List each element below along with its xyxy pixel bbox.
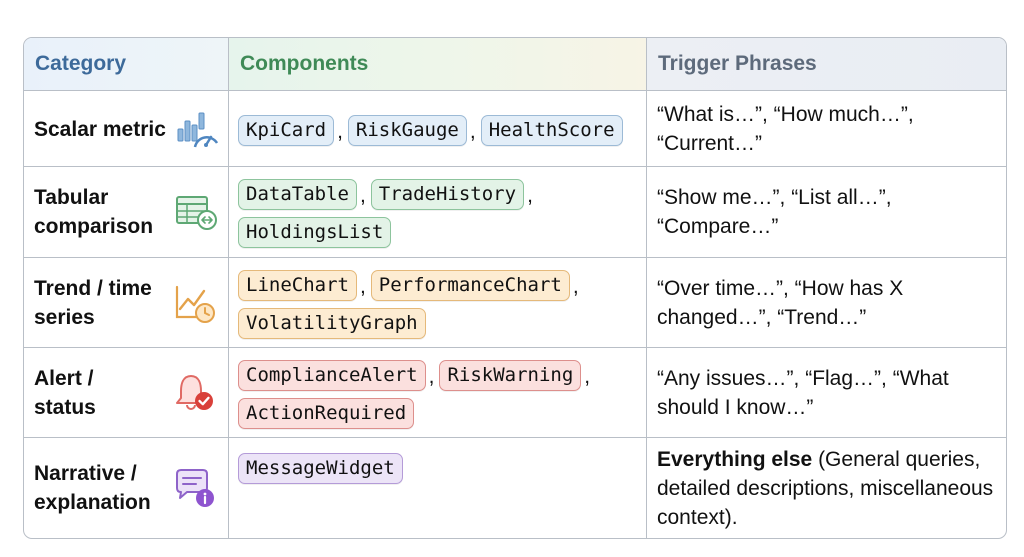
row-scalar-trigger: “What is…”, “How much…”, “Current…” [647, 91, 1006, 167]
trigger-text: “Over time…”, “How has X changed…”, “Tre… [657, 276, 904, 329]
chip-separator: , [572, 274, 579, 298]
component-chip: HealthScore [480, 114, 623, 146]
row-trend-trigger: “Over time…”, “How has X changed…”, “Tre… [647, 258, 1006, 348]
trigger-text: “Any issues…”, “Flag…”, “What should I k… [657, 366, 949, 419]
row-narrative-category: Narrative /explanation [24, 438, 229, 538]
trigger-text: “Show me…”, “List all…”, “Compare…” [657, 186, 892, 238]
component-chip: RiskWarning [439, 359, 582, 391]
row-narrative-components: MessageWidget [229, 438, 647, 538]
trigger-bold: Everything else [657, 447, 813, 471]
component-chip: KpiCard [238, 114, 335, 146]
row-scalar-category: Scalar metric [24, 91, 229, 167]
chip-separator: , [469, 119, 476, 143]
header-triggers-label: Trigger Phrases [658, 52, 817, 75]
header-category-label: Category [35, 52, 127, 75]
component-chip: LineChart [238, 269, 357, 301]
bar-chart-gauge-icon [177, 112, 219, 147]
row-alert-category: Alert /status [24, 348, 229, 438]
component-chip: ComplianceAlert [238, 359, 426, 391]
chip-separator: , [359, 274, 366, 298]
chip-separator: , [527, 184, 533, 207]
bell-check-icon [176, 374, 213, 410]
component-chip: VolatilityGraph [238, 307, 426, 339]
category-label: Scalar metric [34, 118, 166, 141]
row-scalar-components: KpiCard, RiskGauge, HealthScore [229, 91, 647, 167]
chip-separator: , [359, 184, 366, 207]
row-alert-components: ComplianceAlert, RiskWarning, ActionRequ… [229, 348, 647, 438]
header-components-label: Components [240, 52, 369, 75]
category-label: Narrative /explanation [34, 462, 151, 514]
trigger-text: “What is…”, “How much…”, “Current…” [657, 102, 914, 155]
component-chip: HoldingsList [238, 217, 392, 248]
component-mapping-table: Category Components Trigger Phrases Scal… [23, 37, 1007, 539]
component-chip: RiskGauge [347, 114, 467, 146]
component-chip: ActionRequired [238, 397, 415, 429]
table-arrows-icon [176, 196, 217, 230]
header-components: Components [229, 38, 647, 91]
trigger-rest: (General queries, detailed descriptions,… [657, 447, 994, 529]
row-narrative-trigger: Everything else (General queries, detail… [647, 438, 1006, 538]
row-tabular-trigger: “Show me…”, “List all…”, “Compare…” [647, 167, 1006, 258]
row-tabular-components: DataTable, TradeHistory, HoldingsList [229, 167, 647, 258]
chip-separator: , [584, 364, 591, 388]
chip-separator: , [428, 364, 435, 388]
chip-separator: , [337, 119, 343, 143]
header-triggers: Trigger Phrases [647, 38, 1006, 91]
header-category: Category [24, 38, 229, 91]
trigger-text: Everything else (General queries, detail… [657, 445, 1002, 532]
component-chip: MessageWidget [238, 453, 403, 484]
component-chip: DataTable [238, 179, 357, 210]
row-trend-components: LineChart, PerformanceChart, VolatilityG… [229, 258, 647, 348]
row-alert-trigger: “Any issues…”, “Flag…”, “What should I k… [647, 348, 1006, 438]
component-chip: PerformanceChart [370, 269, 570, 301]
trend-clock-icon [175, 285, 215, 323]
category-label: Alert /status [34, 366, 96, 419]
message-info-icon [176, 469, 214, 507]
component-chip: TradeHistory [370, 179, 525, 210]
